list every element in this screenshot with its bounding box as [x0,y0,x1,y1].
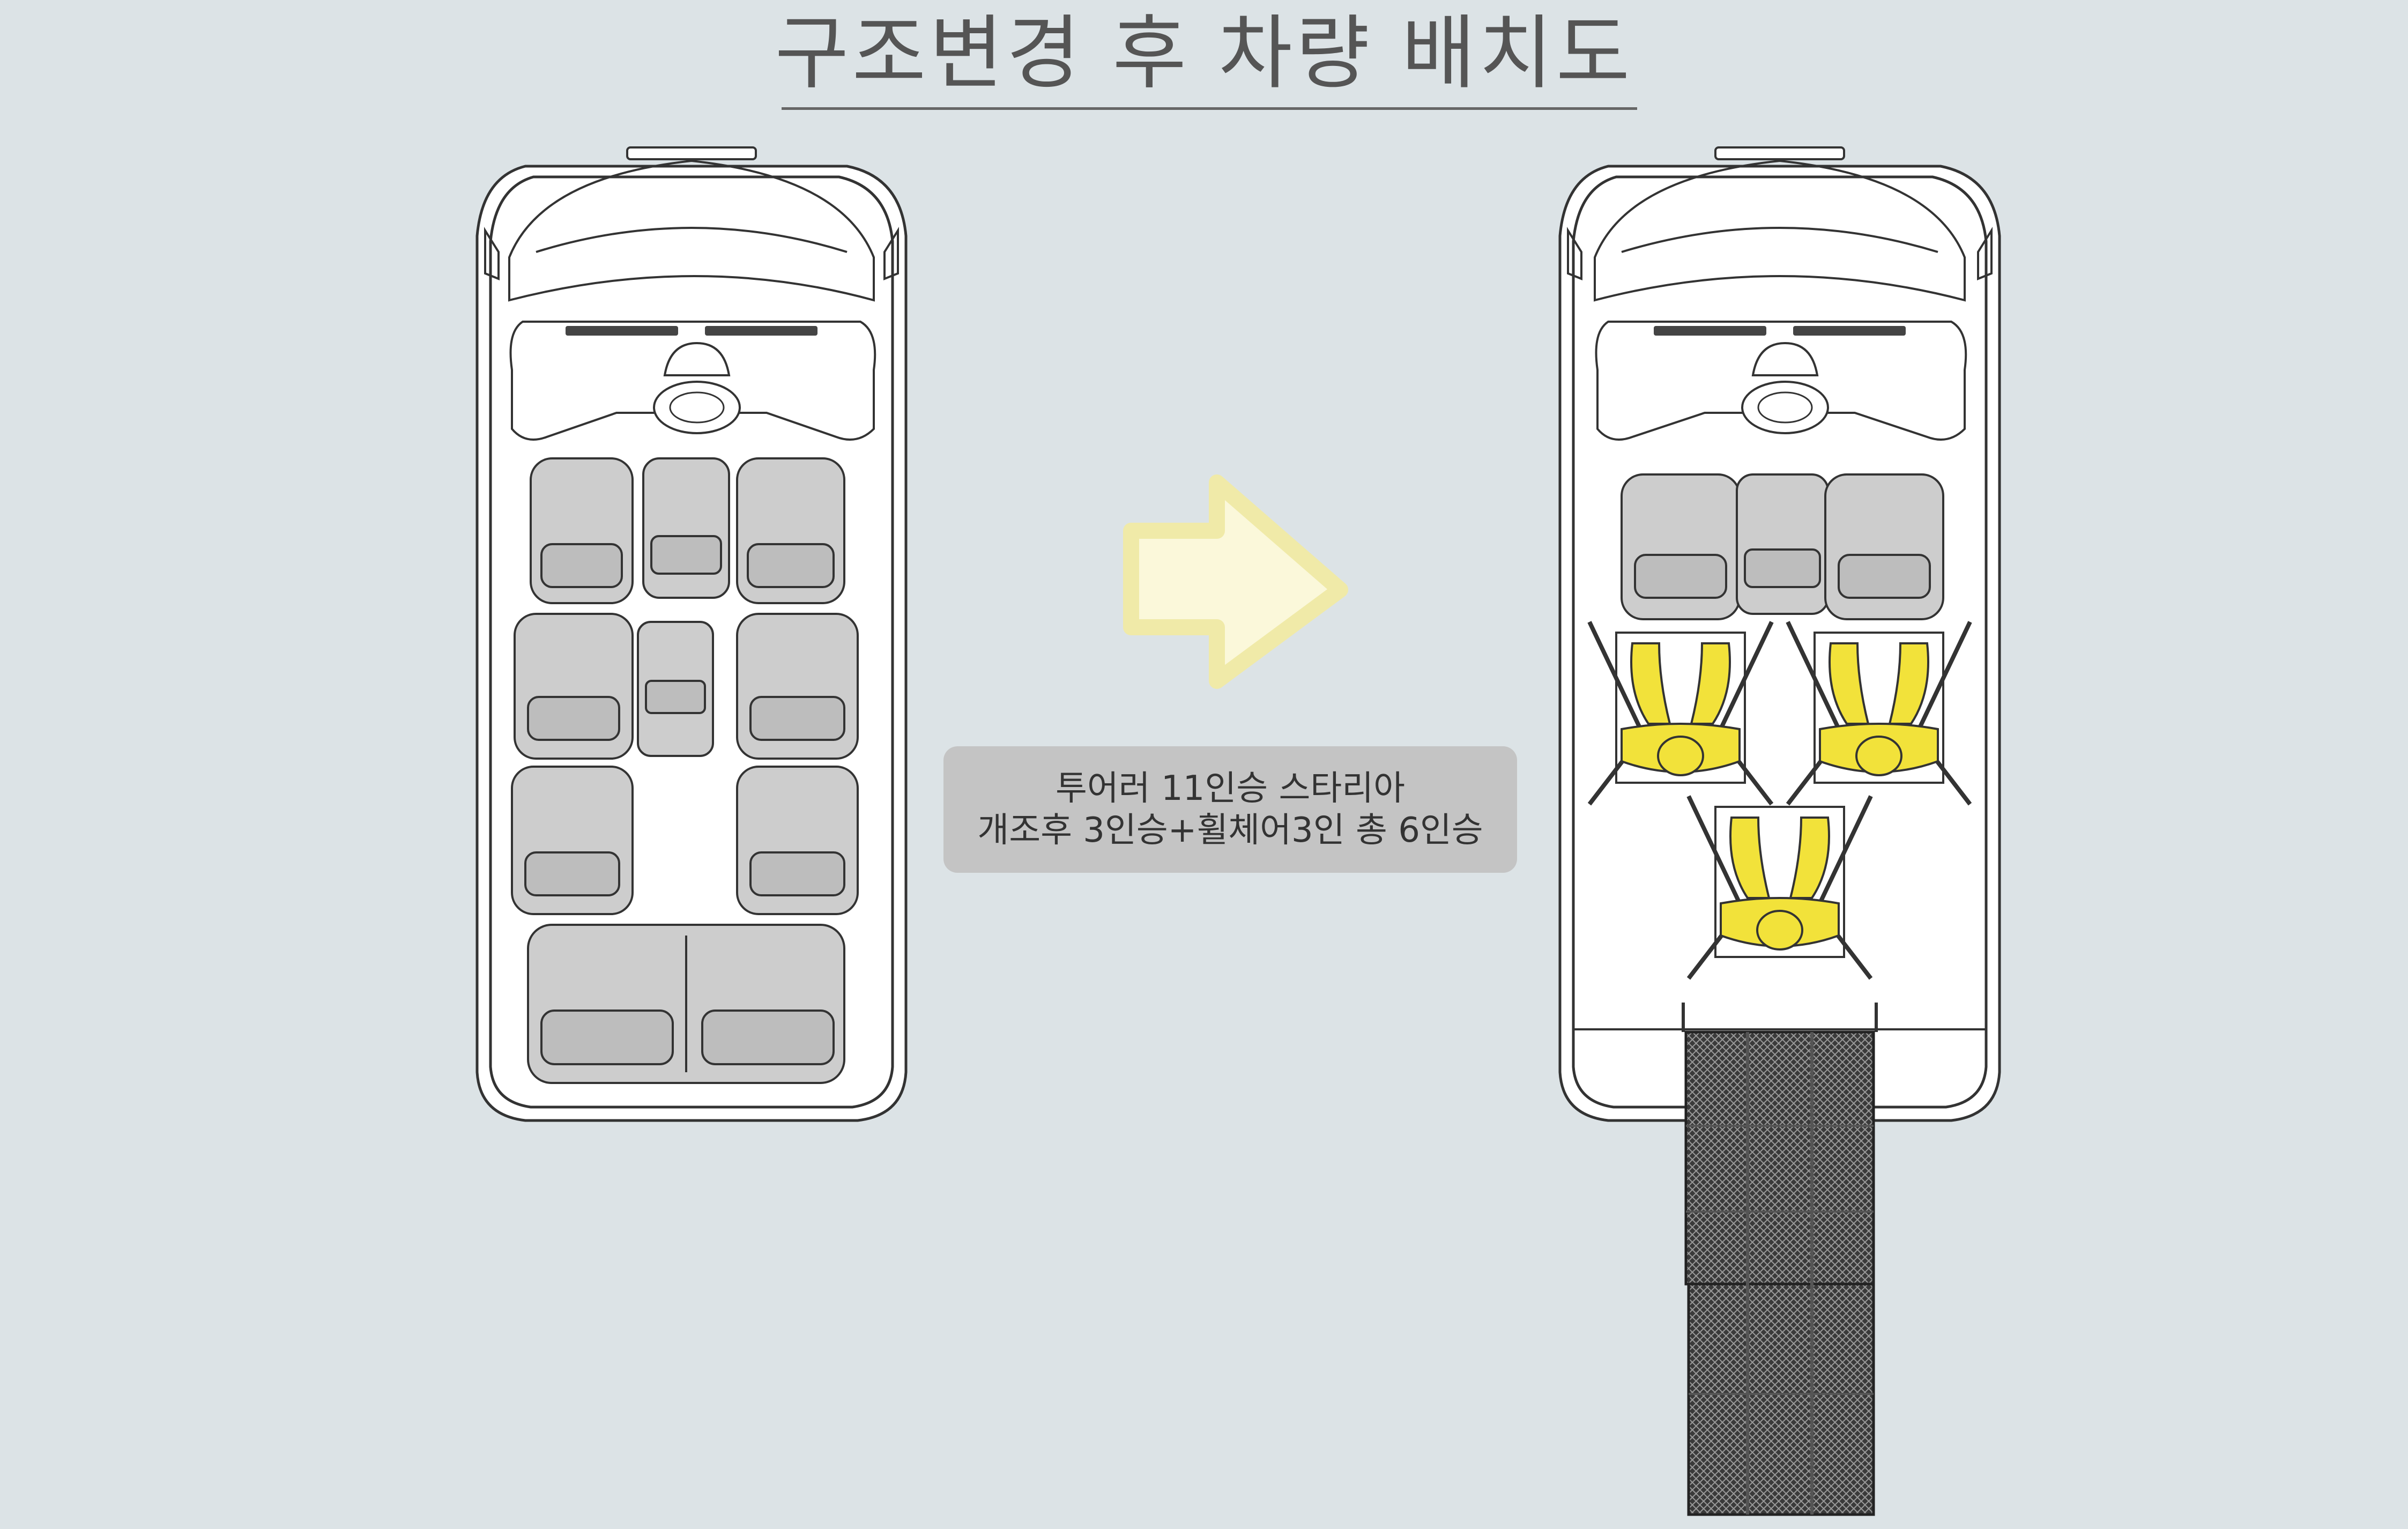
caption-box: 투어러 11인승 스타리아 개조후 3인승+휠체어3인 총 6인승 [943,746,1517,873]
van-after-body [1558,165,2001,1122]
seat-before-r1-center [642,457,730,599]
van-after-mirror-right [1977,227,1993,280]
caption-line-1: 투어러 11인승 스타리아 [1055,769,1406,808]
wheelchair-user-1 [1587,621,1774,806]
wheelchair-user-3 [1686,795,1873,980]
caption-line-2: 개조후 3인승+휠체어3인 총 6인승 [977,811,1483,850]
van-before-inner-outline [489,175,894,1109]
van-before-mirror-left [484,227,500,280]
van-before-mirror-right [883,227,899,280]
arrow-right-icon [1123,474,1348,689]
diagram-title: 구조변경 후 차량 배치도 [775,7,1633,100]
seats-before [511,457,859,1084]
van-after [1558,146,2001,1122]
seat-after-front-center [1736,473,1829,615]
van-before-windshield [508,159,875,302]
van-after-dashboard [1595,321,1967,441]
seats-after [1621,473,1944,620]
wheelchair-ramp [1684,1030,1875,1516]
van-after-windshield [1594,159,1966,302]
van-after-mirror-left [1567,227,1582,280]
title-underline [782,107,1637,110]
wheelchair-user-2 [1786,621,1972,806]
van-before-dashboard [509,321,876,441]
